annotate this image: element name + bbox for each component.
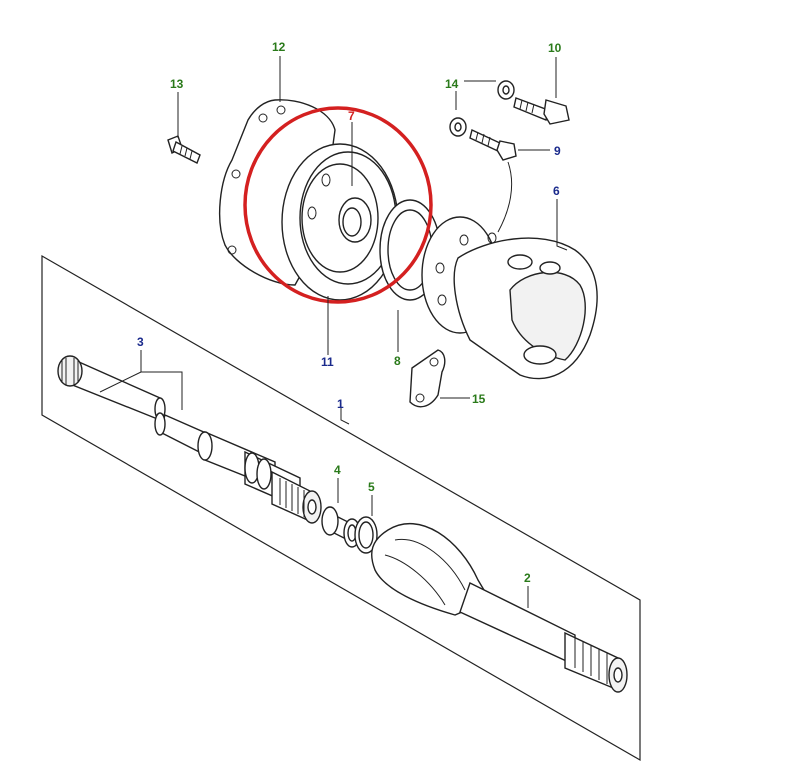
main-shaft <box>197 430 322 524</box>
label-6: 6 <box>553 184 560 198</box>
label-1: 1 <box>337 397 344 411</box>
hub-flange-part-11 <box>281 143 399 301</box>
label-13: 13 <box>170 77 184 91</box>
label-7: 7 <box>348 109 355 123</box>
cv-housing-part-6 <box>421 216 598 380</box>
label-4: 4 <box>334 463 341 477</box>
ring-part-4 <box>321 506 361 548</box>
leader-lines <box>99 56 568 608</box>
label-15: 15 <box>472 392 486 406</box>
label-14: 14 <box>445 77 459 91</box>
washers-part-14 <box>449 80 515 137</box>
inner-shaft <box>57 355 216 462</box>
label-10: 10 <box>548 41 562 55</box>
circlip-part-5 <box>354 516 378 554</box>
cv-joint-outer-shaft <box>371 523 628 693</box>
label-12: 12 <box>272 40 286 54</box>
bolt-part-13 <box>167 135 201 164</box>
label-9: 9 <box>554 144 561 158</box>
label-11: 11 <box>321 355 334 369</box>
bolt-9-path-line <box>497 161 513 233</box>
tab-washer-part-15 <box>409 349 446 408</box>
highlight-circle <box>243 106 433 304</box>
bolt-part-9 <box>469 129 517 161</box>
bolt-part-10 <box>513 97 570 125</box>
label-8: 8 <box>394 354 401 368</box>
label-2: 2 <box>524 571 531 585</box>
shaft-assembly-frame <box>41 254 641 762</box>
label-3: 3 <box>137 335 144 349</box>
label-5: 5 <box>368 480 375 494</box>
